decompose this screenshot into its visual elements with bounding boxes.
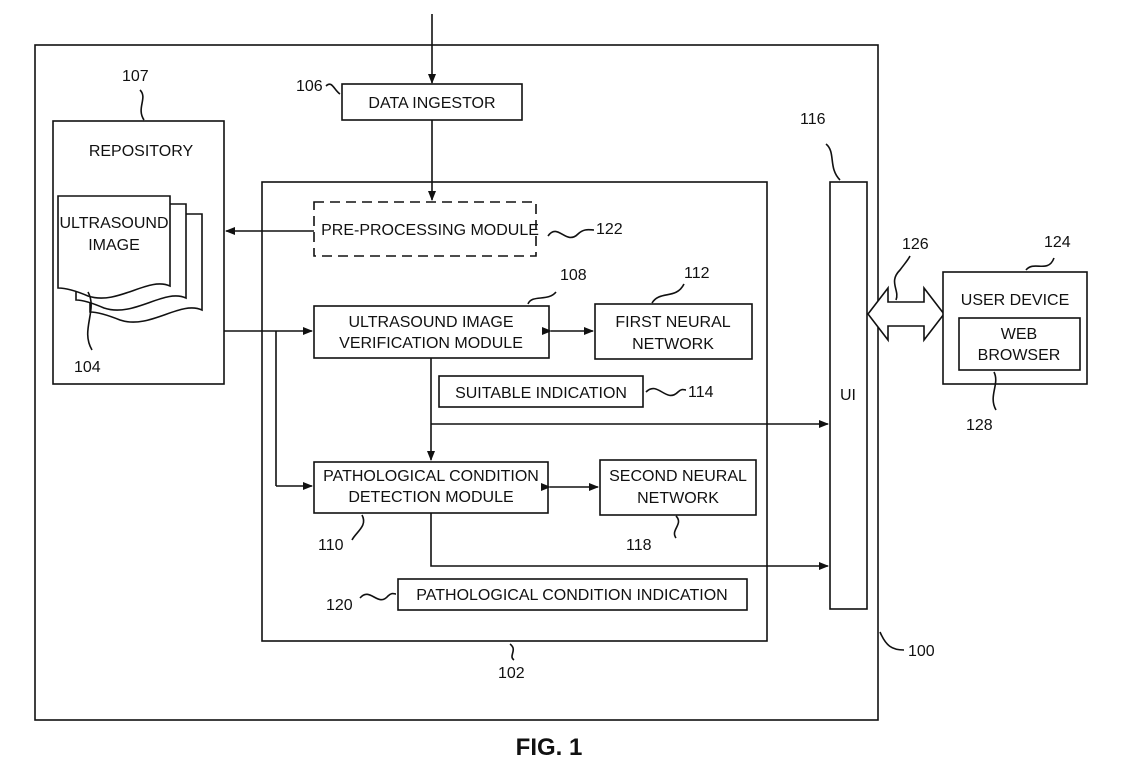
ref-116: 116 xyxy=(800,111,826,128)
ref-118: 118 xyxy=(626,537,652,554)
ref-108: 108 xyxy=(560,267,587,284)
leader-124 xyxy=(1026,258,1054,270)
second-nn-label-line1: SECOND NEURAL xyxy=(609,468,747,485)
ref-124: 124 xyxy=(1044,234,1071,251)
detection-label-line2: DETECTION MODULE xyxy=(348,489,513,506)
ref-126: 126 xyxy=(902,236,929,253)
pathological-indication-label: PATHOLOGICAL CONDITION INDICATION xyxy=(416,587,727,604)
ref-114: 114 xyxy=(688,384,714,401)
ref-112: 112 xyxy=(684,265,710,282)
web-browser-label-line2: BROWSER xyxy=(978,347,1061,364)
ref-100: 100 xyxy=(908,643,935,660)
ui-label: UI xyxy=(840,387,856,404)
detection-label-line1: PATHOLOGICAL CONDITION xyxy=(323,468,539,485)
ref-107: 107 xyxy=(122,68,149,85)
repository-label: REPOSITORY xyxy=(89,143,194,160)
ultrasound-image-label-line2: IMAGE xyxy=(88,237,140,254)
preprocessing-label: PRE-PROCESSING MODULE xyxy=(321,222,539,239)
second-nn-label-line2: NETWORK xyxy=(637,490,719,507)
first-nn-label-line2: NETWORK xyxy=(632,336,714,353)
ref-120: 120 xyxy=(326,597,353,614)
leader-126 xyxy=(895,256,910,300)
ultrasound-image-label-line1: ULTRASOUND xyxy=(59,215,168,232)
ref-104: 104 xyxy=(74,359,101,376)
figure-caption: FIG. 1 xyxy=(516,734,583,759)
verification-label-line1: ULTRASOUND IMAGE xyxy=(348,314,513,331)
ui-user-device-link xyxy=(868,288,944,340)
ref-128: 128 xyxy=(966,417,993,434)
ref-102: 102 xyxy=(498,665,525,682)
ref-110: 110 xyxy=(318,537,344,554)
verification-label-line2: VERIFICATION MODULE xyxy=(339,335,523,352)
user-device-label: USER DEVICE xyxy=(961,292,1069,309)
suitable-indication-label: SUITABLE INDICATION xyxy=(455,385,627,402)
data-ingestor-label: DATA INGESTOR xyxy=(368,95,495,112)
web-browser-label-line1: WEB xyxy=(1001,326,1037,343)
ref-122: 122 xyxy=(596,221,623,238)
leader-100 xyxy=(880,632,904,650)
ref-106: 106 xyxy=(296,78,323,95)
first-nn-label-line1: FIRST NEURAL xyxy=(615,314,730,331)
